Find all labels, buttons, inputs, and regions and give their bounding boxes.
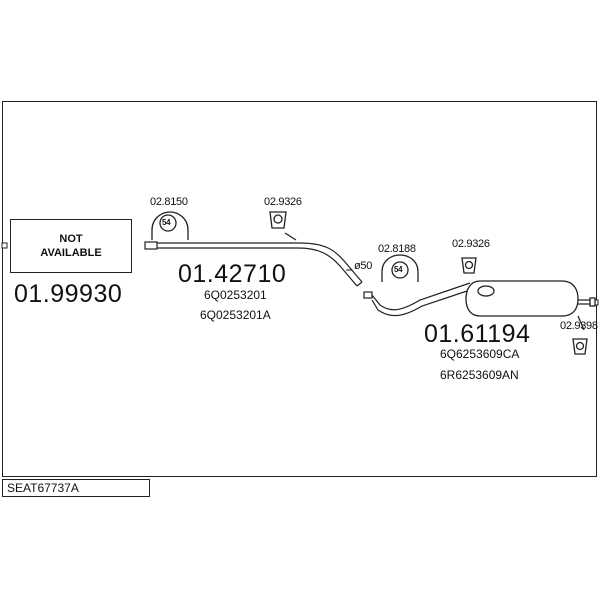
clamp-02-8150 <box>151 211 189 240</box>
hanger-02-9398 <box>572 315 588 355</box>
hw-label-02-8150: 02.8150 <box>150 196 188 208</box>
not-available-line2: AVAILABLE <box>40 247 102 259</box>
hanger-02-9326-a <box>269 211 297 241</box>
clamp-02-8188 <box>381 254 419 282</box>
rear-pipe <box>363 282 474 317</box>
hw-label-02-9398: 02.9398 <box>560 320 598 332</box>
oem-middle-1: 6Q0253201 <box>204 288 267 302</box>
diagram-reference: SEAT67737A <box>2 479 150 497</box>
oem-middle-2: 6Q0253201A <box>200 308 271 322</box>
part-number-rear: 01.61194 <box>424 320 531 348</box>
diameter-label: ø50 <box>354 260 373 272</box>
hw-badge-02-8150: 54 <box>162 218 171 227</box>
edge-marker-left <box>1 242 8 249</box>
hw-label-02-8188: 02.8188 <box>378 243 416 255</box>
hw-label-02-9326-a: 02.9326 <box>264 196 302 208</box>
rear-silencer <box>465 280 596 317</box>
not-available-box: NOT AVAILABLE <box>10 219 132 273</box>
oem-rear-2: 6R6253609AN <box>440 368 519 382</box>
diagram-frame <box>2 101 597 477</box>
middle-pipe <box>144 241 363 287</box>
oem-rear-1: 6Q6253609CA <box>440 347 520 361</box>
part-number-middle: 01.42710 <box>178 260 287 288</box>
hw-badge-02-8188: 54 <box>394 265 403 274</box>
hw-label-02-9326-b: 02.9326 <box>452 238 490 250</box>
hanger-02-9326-b <box>461 257 477 274</box>
part-number-front: 01.99930 <box>14 280 123 308</box>
not-available-line1: NOT <box>59 233 83 245</box>
